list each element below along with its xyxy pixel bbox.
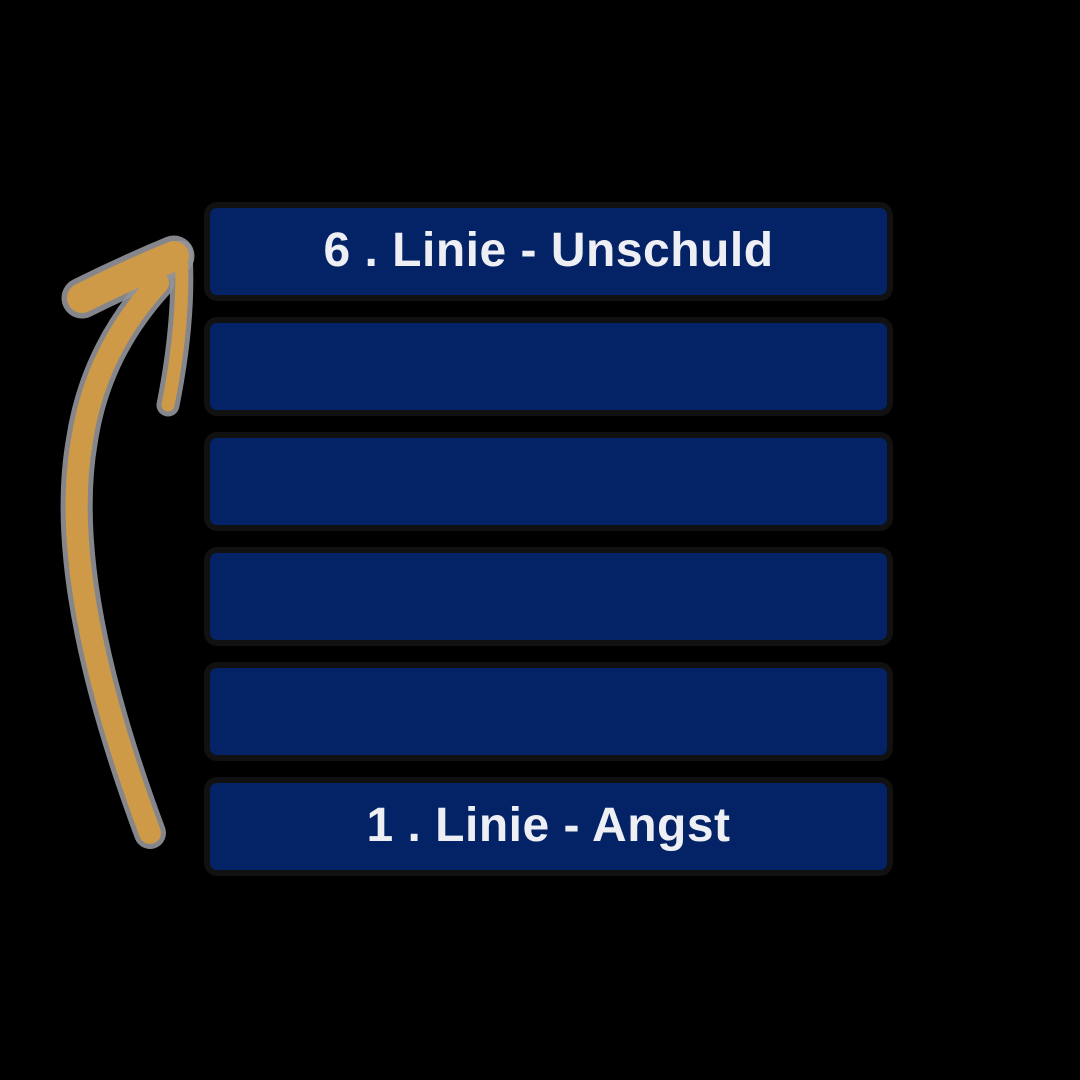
bar-line-6-label: 6 . Linie - Unschuld bbox=[323, 223, 774, 277]
bar-line-1: 1 . Linie - Angst bbox=[210, 783, 887, 870]
arrow-outline bbox=[60, 235, 195, 849]
bar-line-1-label: 1 . Linie - Angst bbox=[366, 798, 731, 852]
arrow-body bbox=[65, 241, 189, 844]
bar-line-2 bbox=[210, 668, 887, 755]
bar-line-6: 6 . Linie - Unschuld bbox=[210, 208, 887, 295]
bar-line-3 bbox=[210, 553, 887, 640]
line-bars-stack: 6 . Linie - Unschuld 1 . Linie - Angst bbox=[210, 208, 887, 870]
bar-line-4 bbox=[210, 438, 887, 525]
bar-line-5 bbox=[210, 323, 887, 410]
